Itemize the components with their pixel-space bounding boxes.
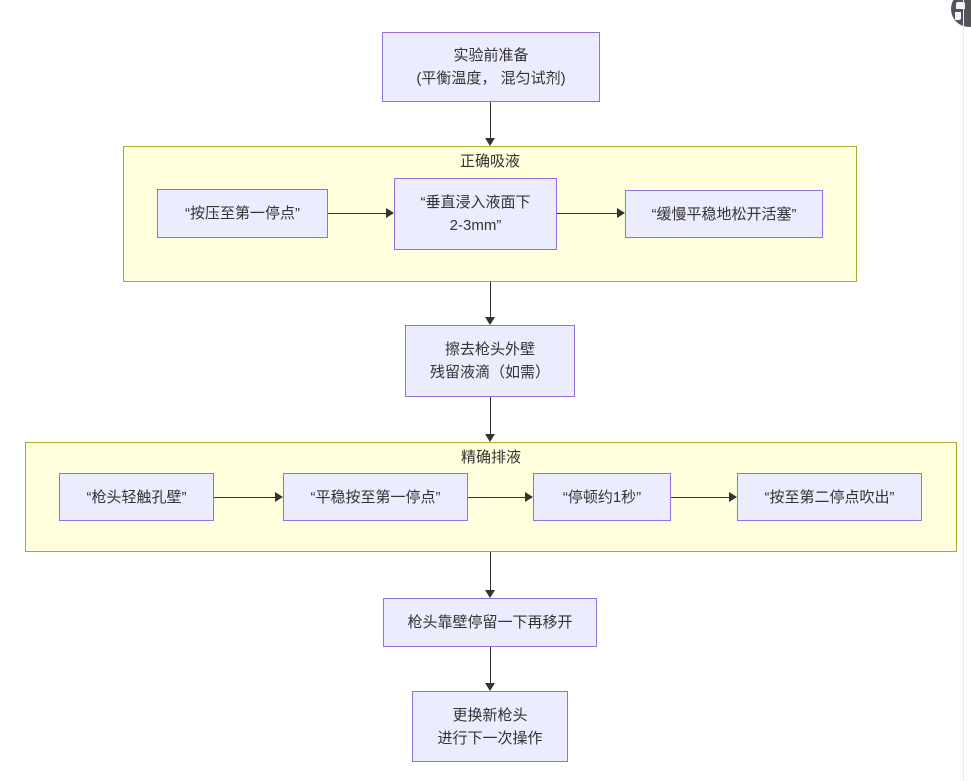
node-release-plunger-label: “缓慢平稳地松开活塞” <box>651 205 797 223</box>
node-blow-out-label: “按至第二停点吹出” <box>764 488 895 506</box>
arrowhead-right-icon <box>617 208 625 218</box>
arrowhead-down-icon <box>485 138 495 146</box>
arrowhead-right-icon <box>386 208 394 218</box>
badge-glyph-icon <box>955 12 961 20</box>
node-linger: 枪头靠壁停留一下再移开 <box>383 598 597 647</box>
node-prep: 实验前准备 (平衡温度， 混匀试剂) <box>382 32 600 102</box>
arrowhead-right-icon <box>729 492 737 502</box>
arrowhead-down-icon <box>485 683 495 691</box>
node-blow-out: “按至第二停点吹出” <box>737 473 922 521</box>
node-prep-line1: 实验前准备 <box>453 47 529 64</box>
flow-edge <box>490 397 491 435</box>
flow-edge <box>490 552 491 591</box>
node-pause-1s: “停顿约1秒” <box>533 473 671 521</box>
flow-edge <box>468 497 525 498</box>
node-press-to-first-label: “平稳按至第一停点” <box>310 488 441 506</box>
node-linger-label: 枪头靠壁停留一下再移开 <box>407 614 573 631</box>
arrowhead-down-icon <box>485 590 495 598</box>
node-release-plunger: “缓慢平稳地松开活塞” <box>625 190 823 238</box>
node-wipe-tip: 擦去枪头外壁 残留液滴（如需） <box>405 325 575 397</box>
node-immerse-line1: “垂直浸入液面下 <box>420 194 531 211</box>
node-replace-tip: 更换新枪头 进行下一次操作 <box>412 691 568 762</box>
cluster-aspirate-title: 正确吸液 <box>459 153 521 170</box>
flow-edge <box>490 282 491 318</box>
node-prep-line2: (平衡温度， 混匀试剂) <box>416 70 566 87</box>
flow-edge <box>490 647 491 684</box>
node-press-first-stop: “按压至第一停点” <box>157 189 328 238</box>
flow-edge <box>214 497 275 498</box>
node-press-first-stop-label: “按压至第一停点” <box>185 205 300 222</box>
node-press-to-first: “平稳按至第一停点” <box>283 473 468 521</box>
node-touch-wall-label: “枪头轻触孔壁” <box>86 488 187 506</box>
flow-edge <box>671 497 729 498</box>
arrowhead-right-icon <box>525 492 533 502</box>
node-immerse-line2: 2-3mm” <box>449 217 502 234</box>
flow-edge <box>557 213 617 214</box>
node-replace-tip-line1: 更换新枪头 <box>452 706 528 724</box>
arrowhead-down-icon <box>485 434 495 442</box>
arrowhead-down-icon <box>485 317 495 325</box>
arrowhead-right-icon <box>275 492 283 502</box>
node-pause-1s-label: “停顿约1秒” <box>562 488 642 506</box>
node-replace-tip-line2: 进行下一次操作 <box>437 729 543 747</box>
flow-edge <box>328 213 386 214</box>
cluster-dispense-title: 精确排液 <box>460 449 522 466</box>
badge-glyph-icon <box>956 2 965 9</box>
node-wipe-tip-line1: 擦去枪头外壁 <box>444 341 535 358</box>
node-wipe-tip-line2: 残留液滴（如需） <box>429 364 550 381</box>
node-immerse: “垂直浸入液面下 2-3mm” <box>394 178 557 250</box>
dark-circle-overlay-badge-icon[interactable] <box>951 0 971 27</box>
flow-edge <box>490 102 491 139</box>
right-edge-divider <box>963 0 964 781</box>
node-touch-wall: “枪头轻触孔壁” <box>59 473 214 521</box>
